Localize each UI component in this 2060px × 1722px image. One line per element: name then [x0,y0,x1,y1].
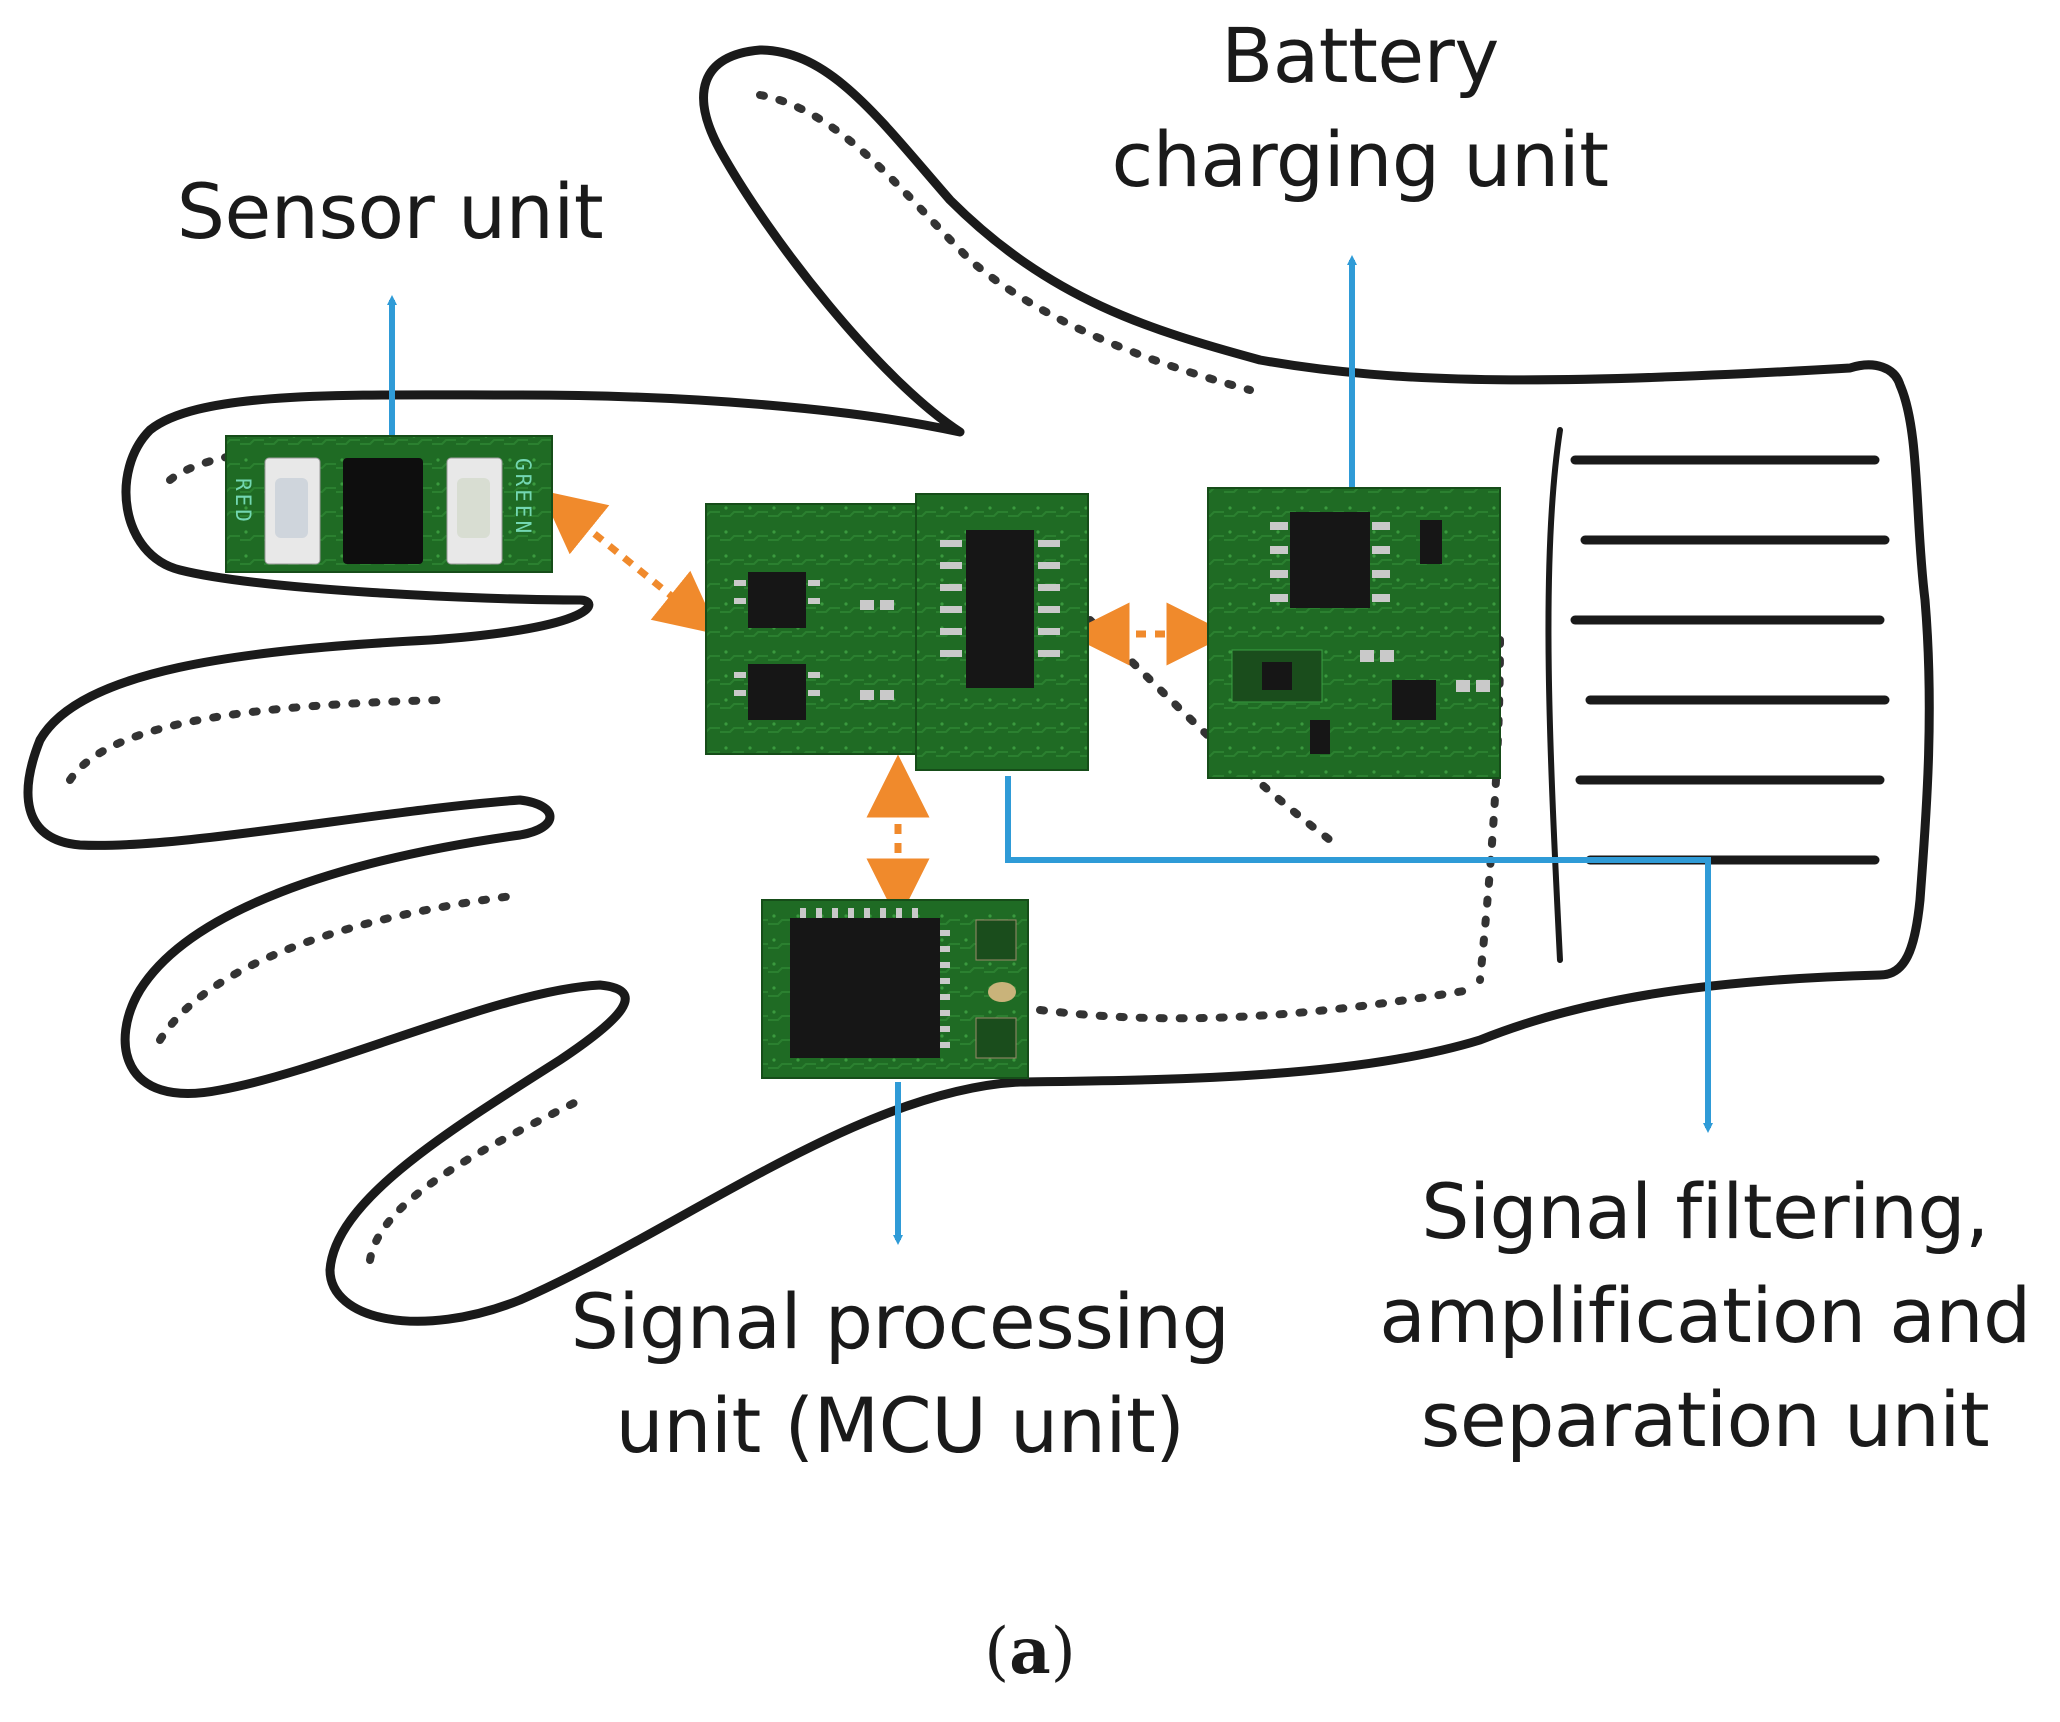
battery-label-line-2: charging unit [1111,115,1609,204]
opamp-chip-2 [748,664,806,720]
arrow-to-filtering-label [1005,776,1713,1133]
sensor-photodiode [343,458,423,564]
signal-processing-unit-label: Signal processing unit (MCU unit) [540,1270,1260,1478]
signal-filtering-unit-label: Signal filtering, amplification and sepa… [1360,1160,2050,1472]
caption-open-paren: ( [984,1615,1010,1689]
glove-cuff-ribbing [1545,427,1890,963]
battery-charging-board [1207,487,1501,779]
battery-label-line-1: Battery [1221,11,1499,100]
charger-ic-chip [1290,512,1370,608]
sensor-board: RED GREEN [225,435,553,573]
link-sensor-to-filter [540,490,720,635]
caption-close-paren: ) [1050,1615,1076,1689]
silkscreen-red: RED [231,478,255,525]
sensor-unit-label: Sensor unit [150,160,630,264]
figure-caption: (a) [0,1612,2060,1692]
filter-amplifier-board [705,493,1089,771]
battery-charging-unit-label: Battery charging unit [1080,4,1640,212]
orange-data-links [540,490,1230,922]
processing-label-line-1: Signal processing [570,1277,1230,1366]
mcu-board [761,899,1029,1079]
mcu-chip [790,918,940,1058]
processing-label-line-2: unit (MCU unit) [615,1381,1185,1470]
silkscreen-green: GREEN [511,458,535,536]
filtering-label-line-2: amplification and [1379,1271,2031,1360]
filtering-label-line-3: separation unit [1420,1375,1990,1464]
filter-ic-chip [966,530,1034,688]
blue-label-connectors [387,255,1713,1245]
opamp-chip-1 [748,572,806,628]
filtering-label-line-1: Signal filtering, [1421,1167,1989,1256]
caption-letter: a [1009,1614,1051,1689]
sensor-unit-label-line-1: Sensor unit [176,167,604,256]
